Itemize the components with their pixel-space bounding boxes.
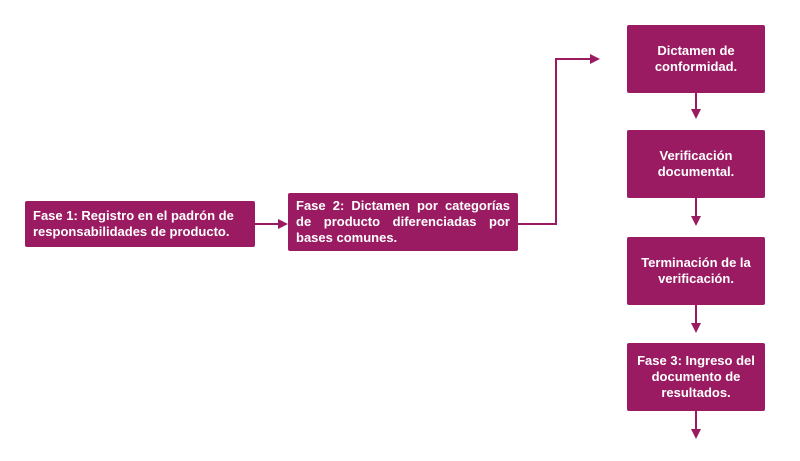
fase1-box: Fase 1: Registro en el padrón de respons…	[25, 201, 255, 247]
verificacion-documental-label: Verificación documental.	[657, 148, 735, 179]
dictamen-conformidad-box: Dictamen de conformidad.	[627, 25, 765, 93]
terminacion-verificacion-box: Terminación de la verificación.	[627, 237, 765, 305]
dictamen-conformidad-label: Dictamen de conformidad.	[654, 43, 738, 74]
fase1-label: Fase 1: Registro en el padrón de respons…	[33, 208, 234, 239]
terminacion-verificacion-label: Terminación de la verificación.	[641, 255, 751, 286]
arrow-fase2-to-dictamen	[518, 54, 600, 225]
fase3-label: Fase 3: Ingreso del documento de resulta…	[637, 353, 755, 400]
fase2-label: Fase 2: Dictamen por categorías de produ…	[296, 198, 510, 245]
fase2-box: Fase 2: Dictamen por categorías de produ…	[288, 193, 518, 251]
verificacion-documental-box: Verificación documental.	[627, 130, 765, 198]
fase3-box: Fase 3: Ingreso del documento de resulta…	[627, 343, 765, 411]
